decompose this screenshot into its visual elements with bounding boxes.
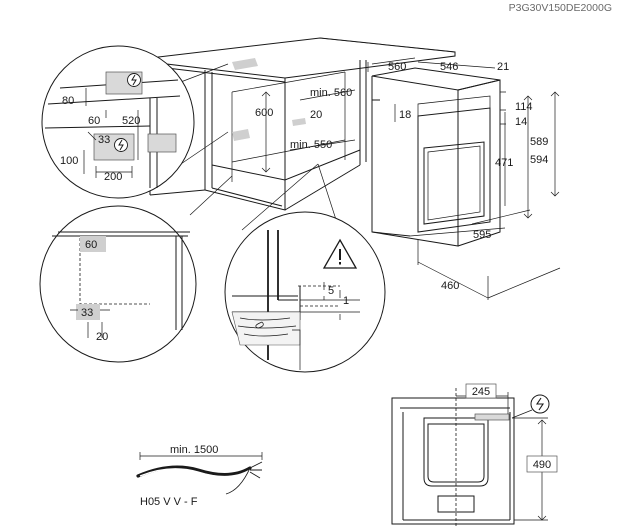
- dim-114: 114: [515, 101, 533, 113]
- cable-min-length: min. 1500: [170, 444, 218, 456]
- dim-471: 471: [495, 157, 513, 169]
- power-symbol-icon: [511, 394, 550, 419]
- dim-60-side: 60: [85, 239, 97, 251]
- dim-min550: min. 550: [290, 139, 332, 151]
- power-symbol-icon: [114, 138, 128, 152]
- dim-14: 14: [515, 116, 527, 128]
- dim-21: 21: [497, 61, 509, 73]
- cable-diagram: min. 1500 H05 V V - F: [136, 444, 263, 508]
- detail-circle-side: 60 33 20: [39, 175, 233, 363]
- power-symbol-icon: [127, 73, 141, 87]
- cabinet-perspective: 600 min. 560 20 min. 550: [149, 37, 456, 211]
- oven-back-view: 245 490: [391, 383, 558, 526]
- dim-min560: min. 560: [310, 87, 352, 99]
- dim-80: 80: [62, 95, 74, 107]
- dim-546: 546: [440, 61, 458, 73]
- dim-5: 5: [328, 285, 334, 297]
- marker-rail: [292, 118, 306, 126]
- model-code: P3G30V150DE2000G: [509, 2, 612, 14]
- dim-100: 100: [60, 155, 78, 167]
- warning-triangle-icon: [322, 238, 358, 269]
- dim-490: 490: [533, 459, 551, 471]
- dim-18: 18: [399, 109, 411, 121]
- dim-520: 520: [122, 115, 140, 127]
- dim-595: 595: [473, 229, 491, 241]
- dim-594: 594: [530, 154, 548, 166]
- dim-600: 600: [255, 107, 273, 119]
- oven-perspective: 560 546 21 18 114 14 471 589 594 595 460: [367, 57, 561, 300]
- dim-460: 460: [441, 280, 459, 292]
- dim-245: 245: [472, 386, 490, 398]
- dim-33-top: 33: [98, 134, 110, 146]
- marker-top: [232, 58, 258, 70]
- dim-20-side: 20: [96, 331, 108, 343]
- detail-circle-rail: 80 60 520 33 100 200: [41, 45, 229, 199]
- dim-200: 200: [104, 171, 122, 183]
- dim-20-cab: 20: [310, 109, 322, 121]
- dim-33-side: 33: [81, 307, 93, 319]
- cable-type: H05 V V - F: [140, 496, 198, 508]
- dim-560-oven: 560: [388, 61, 406, 73]
- dim-60: 60: [88, 115, 100, 127]
- detail-circle-warning: 5 1: [224, 163, 386, 373]
- marker-bottom: [232, 129, 250, 141]
- dim-589: 589: [530, 136, 548, 148]
- dim-1: 1: [343, 295, 349, 307]
